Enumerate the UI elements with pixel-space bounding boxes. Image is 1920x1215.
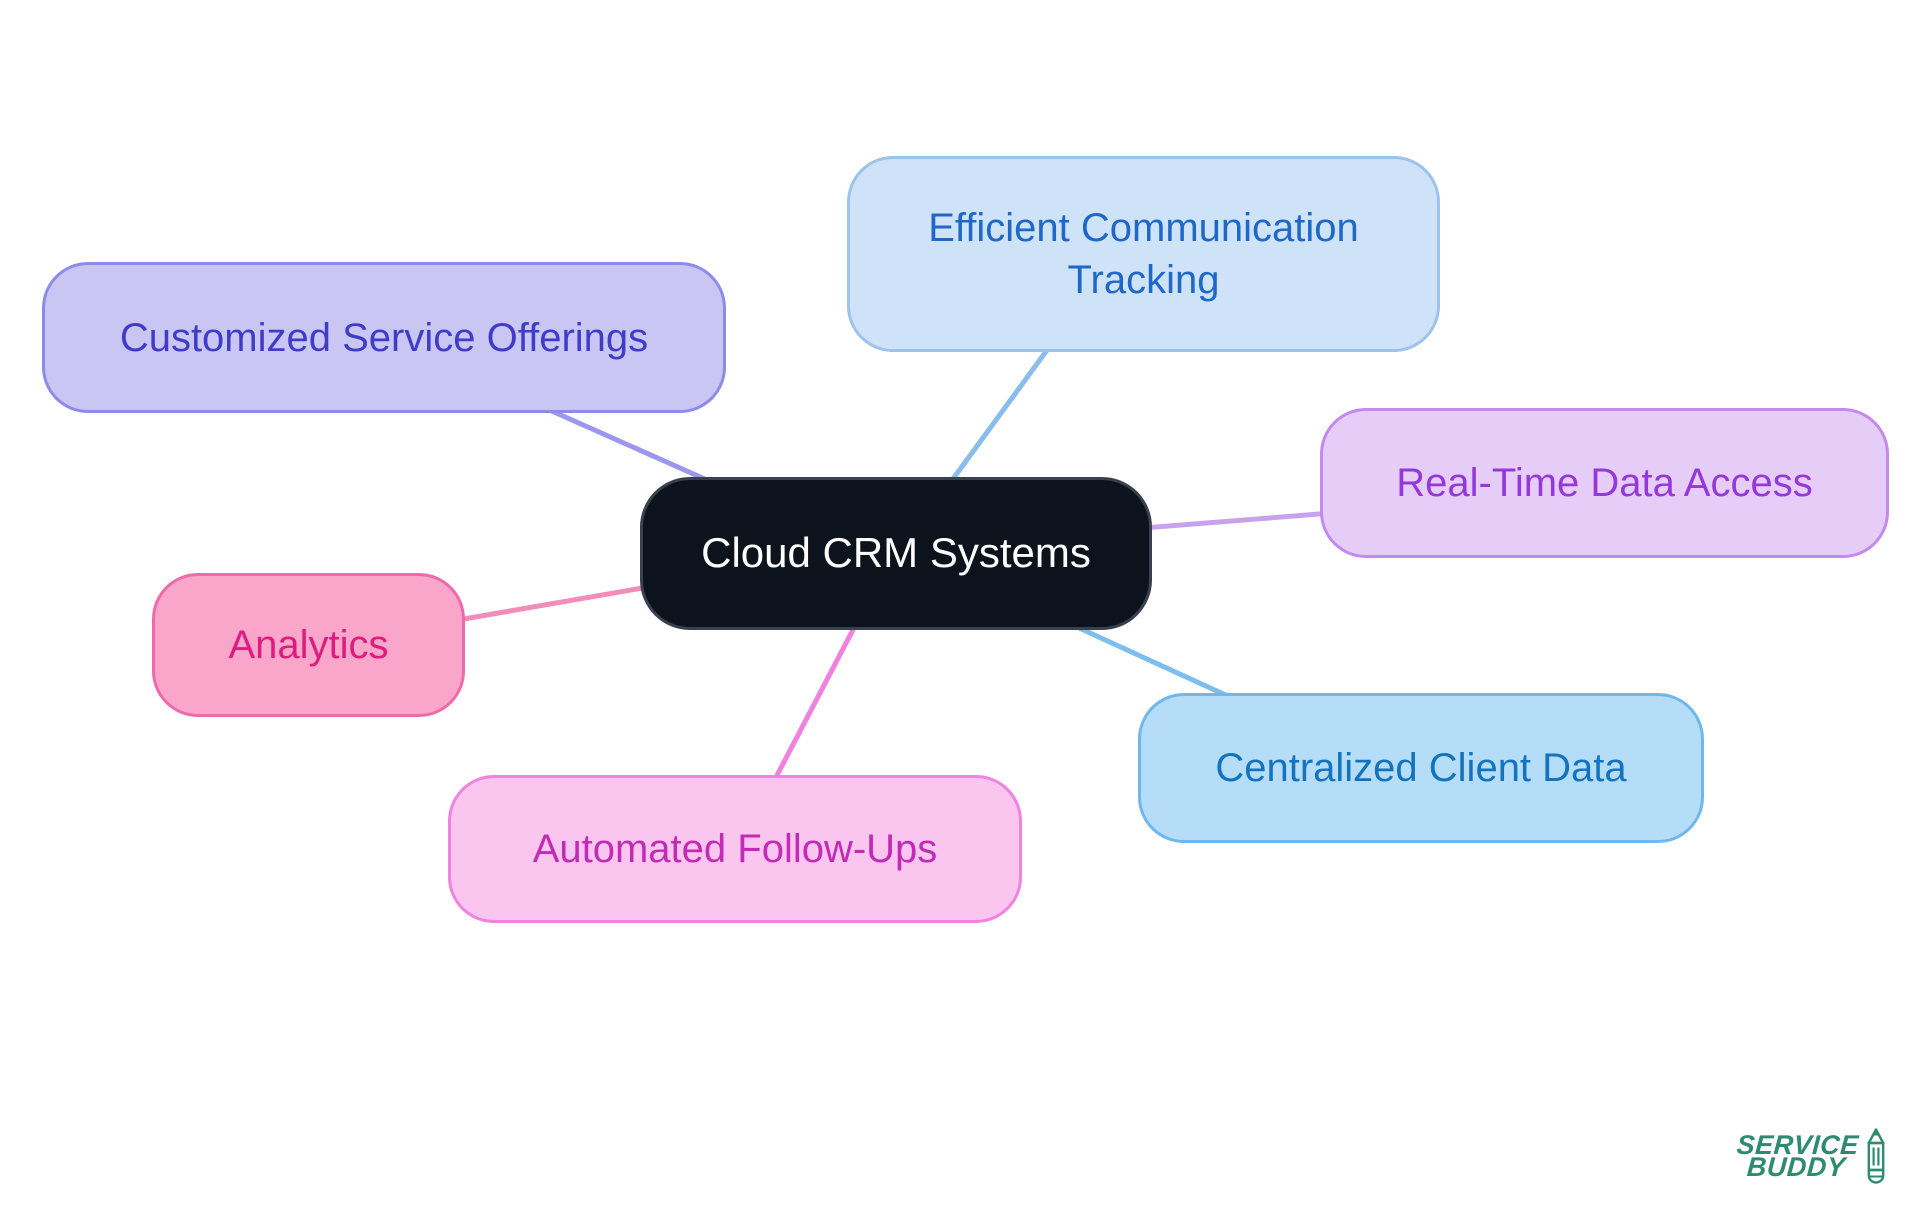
service-buddy-logo-line2: BUDDY [1745,1152,1847,1182]
node-automated-follow-ups-label: Automated Follow-Ups [532,827,938,871]
node-analytics-label: Analytics [228,623,389,667]
node-customized-service-offerings-label: Customized Service Offerings [119,315,649,360]
node-cloud-crm-systems-label: Cloud CRM Systems [701,529,1091,577]
node-centralized-client-data[interactable]: Centralized Client Data [1138,693,1704,843]
connector-efficient-communication-tracking [947,343,1053,486]
connector-customized-service-offerings [542,405,719,487]
connector-analytics [455,583,657,623]
connector-automated-follow-ups [770,621,859,786]
node-cloud-crm-systems[interactable]: Cloud CRM Systems [640,477,1152,630]
node-automated-follow-ups[interactable]: Automated Follow-Ups [448,775,1022,923]
service-buddy-logo-text: SERVICE BUDDY [1734,1130,1860,1182]
node-real-time-data-access[interactable]: Real-Time Data Access [1320,408,1889,558]
node-real-time-data-access-label: Real-Time Data Access [1396,461,1813,505]
node-efficient-communication-tracking[interactable]: Efficient Communication Tracking [847,156,1440,352]
node-efficient-communication-tracking-label: Efficient Communication Tracking [928,206,1359,302]
service-buddy-logo: SERVICE BUDDY [1736,1128,1886,1184]
node-centralized-client-data-label: Centralized Client Data [1215,746,1627,790]
pencil-icon [1867,1128,1885,1184]
connector-centralized-client-data [1063,619,1233,700]
node-analytics[interactable]: Analytics [152,573,465,717]
connector-real-time-data-access [1140,510,1335,531]
node-customized-service-offerings[interactable]: Customized Service Offerings [42,262,726,413]
